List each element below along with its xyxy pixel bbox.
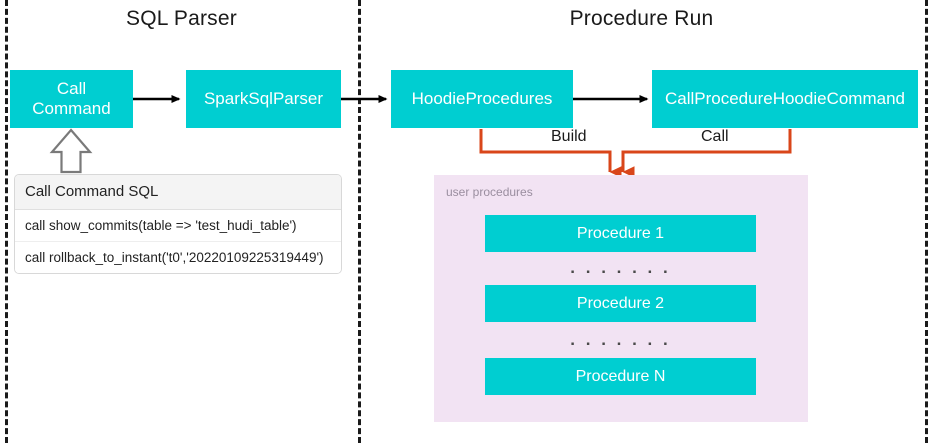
sql-card-header: Call Command SQL [15,175,341,210]
node-call-procedure-hoodie-command[interactable]: CallProcedureHoodieCommand [652,70,918,128]
divider-middle [358,0,361,443]
divider-left [5,0,8,443]
sql-card-row[interactable]: call show_commits(table => 'test_hudi_ta… [15,210,341,242]
hollow-up-arrow-sql-to-call-command [49,128,93,174]
edge-label-call: Call [696,128,734,146]
edge-label-build: Build [546,128,592,146]
section-title-procedure-run: Procedure Run [569,7,714,30]
user-procedures-label: user procedures [446,185,533,199]
node-hoodie-procedures[interactable]: HoodieProcedures [391,70,573,128]
divider-right [925,0,928,443]
node-spark-sql-parser[interactable]: SparkSqlParser [186,70,341,128]
node-procedure-n[interactable]: Procedure N [485,358,756,395]
procedure-separator-2: . . . . . . . [570,330,671,349]
sql-card: Call Command SQL call show_commits(table… [14,174,342,274]
node-procedure-2[interactable]: Procedure 2 [485,285,756,322]
sql-card-row[interactable]: call rollback_to_instant('t0','202201092… [15,242,341,273]
node-call-command[interactable]: Call Command [10,70,133,128]
node-procedure-1[interactable]: Procedure 1 [485,215,756,252]
section-title-sql-parser: SQL Parser [126,7,237,30]
procedure-separator-1: . . . . . . . [570,258,671,277]
